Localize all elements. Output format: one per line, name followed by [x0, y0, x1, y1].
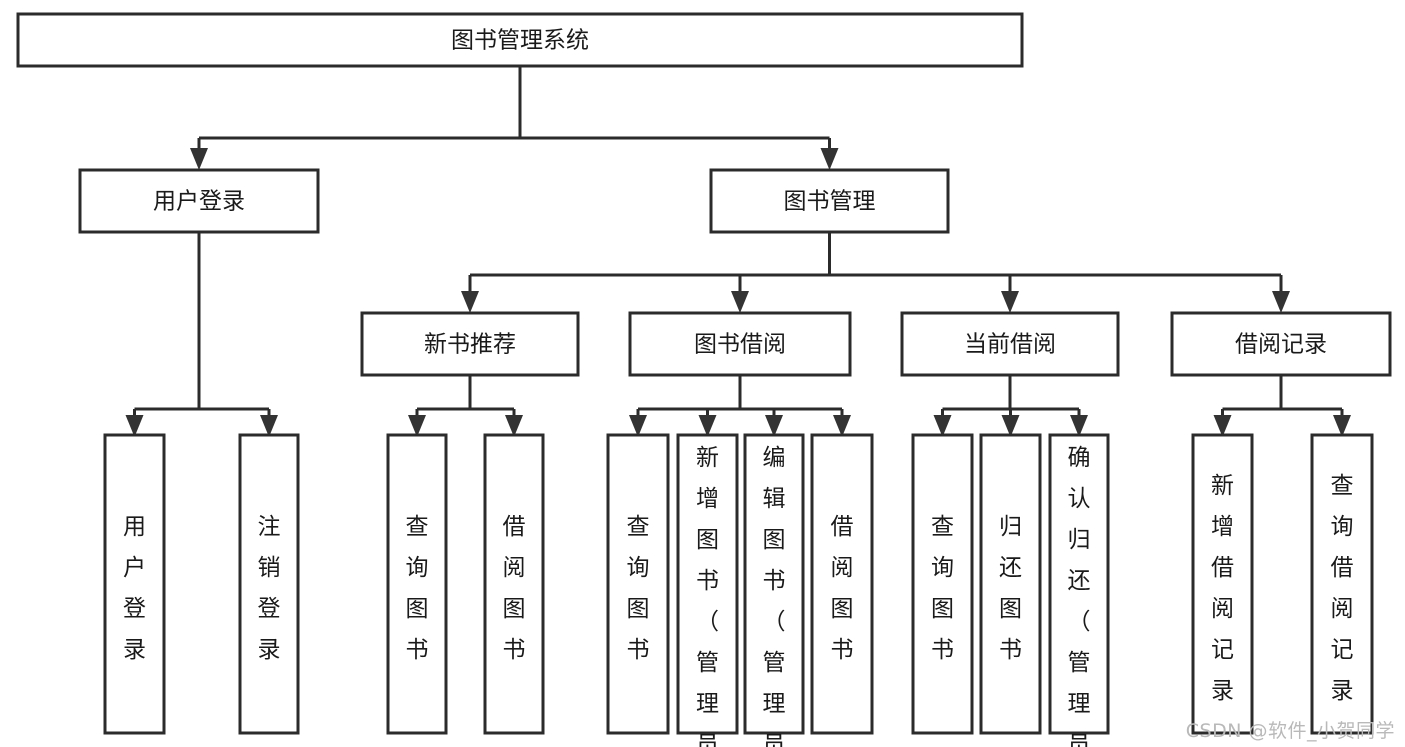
- arrow-head-icon: [408, 415, 426, 437]
- node-leaf-8-frame: [911, 433, 974, 735]
- node-level3-1-label: 图书借阅: [694, 332, 786, 358]
- node-leaf-8-label: 查询图书: [931, 514, 954, 663]
- node-level3-1-frame: [628, 311, 852, 377]
- node-level3-1[interactable]: 图书借阅: [628, 311, 852, 377]
- arrow-head-icon: [125, 415, 144, 437]
- node-level3-3-frame: [1170, 311, 1392, 377]
- node-leaf-8[interactable]: 查询图书: [911, 433, 974, 735]
- node-leaf-7[interactable]: 借阅图书: [810, 433, 874, 735]
- node-level3-3-label: 借阅记录: [1235, 332, 1327, 358]
- node-level3-0[interactable]: 新书推荐: [360, 311, 580, 377]
- arrow-head-icon: [629, 415, 647, 437]
- node-leaf-10[interactable]: 确认归还（管理员）: [1048, 433, 1110, 747]
- node-leaf-10-label: 确认归还（管理员）: [1068, 445, 1091, 747]
- node-leaf-12-label: 查询借阅记录: [1331, 473, 1354, 704]
- arrow-head-icon: [765, 415, 783, 437]
- arrow-head-icon: [461, 291, 479, 313]
- arrow-head-icon: [1070, 415, 1088, 437]
- node-leaf-2[interactable]: 查询图书: [386, 433, 448, 735]
- node-root[interactable]: 图书管理系统: [16, 12, 1024, 68]
- node-root-label: 图书管理系统: [451, 28, 589, 54]
- arrow-head-icon: [833, 415, 851, 437]
- node-level3-2[interactable]: 当前借阅: [900, 311, 1120, 377]
- node-leaf-7-label: 借阅图书: [831, 514, 854, 663]
- node-leaf-3-frame: [483, 433, 545, 735]
- arrow-head-icon: [1001, 415, 1020, 437]
- node-level3-2-frame: [900, 311, 1120, 377]
- node-leaf-3[interactable]: 借阅图书: [483, 433, 545, 735]
- node-leaf-1[interactable]: 注销登录: [238, 433, 300, 735]
- node-leaf-6-frame: [743, 433, 805, 735]
- arrow-head-icon: [190, 148, 208, 170]
- node-leaf-12[interactable]: 查询借阅记录: [1310, 433, 1374, 735]
- node-level2-1-label: 图书管理: [784, 189, 876, 215]
- node-leaf-0-frame: [103, 433, 166, 735]
- node-leaf-0-label: 用户登录: [123, 514, 146, 663]
- node-leaf-6[interactable]: 编辑图书（管理员）: [743, 433, 805, 747]
- arrow-head-icon: [731, 291, 749, 313]
- node-leaf-12-frame: [1310, 433, 1374, 735]
- arrow-head-icon: [505, 415, 523, 437]
- node-level2-0-label: 用户登录: [153, 189, 245, 215]
- node-leaf-0[interactable]: 用户登录: [103, 433, 166, 735]
- node-leaf-3-label: 借阅图书: [503, 514, 526, 663]
- node-leaf-9[interactable]: 归还图书: [979, 433, 1042, 735]
- arrow-head-icon: [1272, 291, 1290, 313]
- node-leaf-9-frame: [979, 433, 1042, 735]
- node-leaf-4-label: 查询图书: [627, 514, 650, 663]
- node-leaf-7-frame: [810, 433, 874, 735]
- node-level2-0-frame: [78, 168, 320, 234]
- node-leaf-9-label: 归还图书: [999, 514, 1022, 663]
- arrow-head-icon: [260, 415, 278, 437]
- arrow-head-icon: [933, 415, 952, 437]
- node-leaf-11-label: 新增借阅记录: [1211, 473, 1234, 704]
- csdn-watermark: CSDN @软件_小贺同学: [1185, 720, 1395, 742]
- node-level3-0-label: 新书推荐: [424, 332, 516, 358]
- node-leaf-5-label: 新增图书（管理员）: [696, 445, 719, 747]
- node-leaf-11[interactable]: 新增借阅记录: [1191, 433, 1254, 735]
- arrow-head-icon: [820, 148, 839, 170]
- node-leaf-1-frame: [238, 433, 300, 735]
- node-leaf-2-label: 查询图书: [406, 514, 429, 663]
- node-leaf-4[interactable]: 查询图书: [606, 433, 670, 735]
- node-leaf-5-frame: [676, 433, 739, 735]
- node-leaf-10-frame: [1048, 433, 1110, 735]
- connector-layer: [125, 66, 1351, 437]
- node-root-frame: [16, 12, 1024, 68]
- node-leaf-6-label: 编辑图书（管理员）: [763, 445, 786, 747]
- node-level3-2-label: 当前借阅: [964, 332, 1056, 358]
- node-leaf-11-frame: [1191, 433, 1254, 735]
- node-leaf-4-frame: [606, 433, 670, 735]
- node-leaf-5[interactable]: 新增图书（管理员）: [676, 433, 739, 747]
- node-level3-0-frame: [360, 311, 580, 377]
- node-leaf-1-label: 注销登录: [258, 514, 281, 663]
- arrow-head-icon: [1333, 415, 1351, 437]
- arrow-head-icon: [1213, 415, 1232, 437]
- node-level3-3[interactable]: 借阅记录: [1170, 311, 1392, 377]
- arrow-head-icon: [698, 415, 717, 437]
- arrow-head-icon: [1001, 291, 1019, 313]
- node-layer: 图书管理系统用户登录图书管理新书推荐图书借阅当前借阅借阅记录用户登录注销登录查询…: [16, 12, 1392, 747]
- node-level2-1-frame: [709, 168, 950, 234]
- node-level2-1[interactable]: 图书管理: [709, 168, 950, 234]
- node-level2-0[interactable]: 用户登录: [78, 168, 320, 234]
- node-leaf-2-frame: [386, 433, 448, 735]
